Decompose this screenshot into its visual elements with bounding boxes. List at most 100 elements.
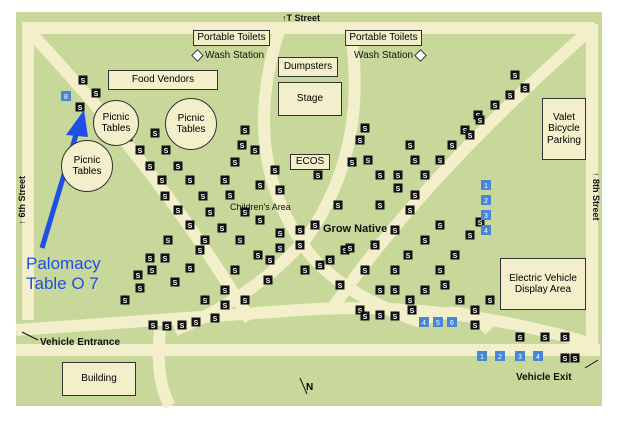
svg-text:S: S <box>148 164 153 171</box>
wash-station-left-label: Wash Station <box>205 50 265 61</box>
booth-marker: S <box>393 183 403 193</box>
svg-text:S: S <box>406 253 411 260</box>
booth-marker: S <box>370 240 380 250</box>
booth-marker: S <box>405 140 415 150</box>
booth-marker: S <box>390 265 400 275</box>
booth-marker: S <box>185 263 195 273</box>
booth-marker: S <box>405 295 415 305</box>
booth-marker: S <box>333 200 343 210</box>
svg-text:S: S <box>238 238 243 245</box>
booth-marker: S <box>255 180 265 190</box>
booth-marker: S <box>560 332 570 342</box>
svg-text:S: S <box>408 143 413 150</box>
entrance-arrow-icon <box>21 331 39 341</box>
booth-marker: S <box>250 145 260 155</box>
booth-marker: S <box>191 317 201 327</box>
svg-text:S: S <box>350 160 355 167</box>
booth-marker: S <box>240 295 250 305</box>
svg-text:S: S <box>258 183 263 190</box>
booth-marker: S <box>355 135 365 145</box>
booth-marker: S <box>375 310 385 320</box>
booth-marker: S <box>162 321 172 331</box>
booth-marker: S <box>120 295 130 305</box>
booth-marker: S <box>295 225 305 235</box>
svg-text:S: S <box>408 208 413 215</box>
booth-marker: S <box>133 270 143 280</box>
svg-text:S: S <box>573 356 578 363</box>
svg-text:S: S <box>166 238 171 245</box>
booth-marker: S <box>230 265 240 275</box>
svg-text:S: S <box>373 243 378 250</box>
svg-text:S: S <box>343 248 348 255</box>
booth-marker: S <box>505 90 515 100</box>
svg-text:S: S <box>220 226 225 233</box>
svg-text:S: S <box>78 105 83 112</box>
svg-text:S: S <box>194 320 199 327</box>
portable-toilets-right: Portable Toilets <box>345 30 422 46</box>
booth-marker: S <box>410 155 420 165</box>
north-label: N <box>306 382 314 393</box>
svg-text:S: S <box>563 335 568 342</box>
booth-marker: S <box>403 250 413 260</box>
exit-arrow-icon <box>584 359 599 369</box>
svg-text:3: 3 <box>518 354 522 361</box>
booth-marker: S <box>148 320 158 330</box>
stage: Stage <box>278 82 342 116</box>
booth-marker: S <box>205 207 215 217</box>
svg-text:S: S <box>198 248 203 255</box>
svg-text:S: S <box>138 286 143 293</box>
svg-text:S: S <box>318 263 323 270</box>
svg-text:S: S <box>148 256 153 263</box>
svg-text:S: S <box>443 283 448 290</box>
valet-bicycle-parking: Valet Bicycle Parking <box>542 98 586 160</box>
booth-marker: S <box>200 235 210 245</box>
booth-marker: S <box>407 305 417 315</box>
booth-marker: S <box>435 220 445 230</box>
booth-marker: S <box>240 125 250 135</box>
portable-toilets-left: Portable Toilets <box>193 30 270 46</box>
booth-marker: S <box>310 220 320 230</box>
booth-marker: S <box>455 295 465 305</box>
booth-marker: S <box>173 205 183 215</box>
svg-text:S: S <box>358 308 363 315</box>
svg-text:S: S <box>268 258 273 265</box>
svg-text:4: 4 <box>484 228 488 235</box>
picnic-tables-2: Picnic Tables <box>165 98 217 150</box>
booth-marker: S <box>390 225 400 235</box>
booth-marker: S <box>570 353 580 363</box>
svg-text:S: S <box>176 208 181 215</box>
svg-text:S: S <box>180 323 185 330</box>
booth-marker: S <box>340 245 350 255</box>
booth-marker: S <box>313 170 323 180</box>
numbered-marker: 2 <box>481 195 491 205</box>
booth-marker: S <box>560 353 570 363</box>
svg-text:S: S <box>543 335 548 342</box>
booth-marker: S <box>510 70 520 80</box>
booth-marker: S <box>335 280 345 290</box>
svg-text:S: S <box>163 194 168 201</box>
booth-marker: S <box>420 170 430 180</box>
svg-text:S: S <box>138 148 143 155</box>
booth-marker: S <box>220 285 230 295</box>
booth-marker: S <box>375 285 385 295</box>
svg-text:S: S <box>81 78 86 85</box>
svg-text:S: S <box>188 266 193 273</box>
diamond-icon <box>191 48 204 62</box>
numbered-marker: 6 <box>447 317 457 327</box>
svg-text:S: S <box>438 158 443 165</box>
diamond-icon <box>414 48 427 62</box>
north-arrow-icon <box>299 377 308 395</box>
booth-marker: S <box>360 265 370 275</box>
booth-marker: S <box>375 170 385 180</box>
booth-marker: S <box>420 235 430 245</box>
booth-marker: S <box>450 250 460 260</box>
booth-marker: S <box>160 191 170 201</box>
svg-text:S: S <box>523 86 528 93</box>
svg-text:S: S <box>253 148 258 155</box>
booth-marker: S <box>198 191 208 201</box>
booth-marker: S <box>150 128 160 138</box>
svg-text:S: S <box>478 220 483 227</box>
svg-text:S: S <box>393 314 398 321</box>
booth-marker: S <box>435 265 445 275</box>
